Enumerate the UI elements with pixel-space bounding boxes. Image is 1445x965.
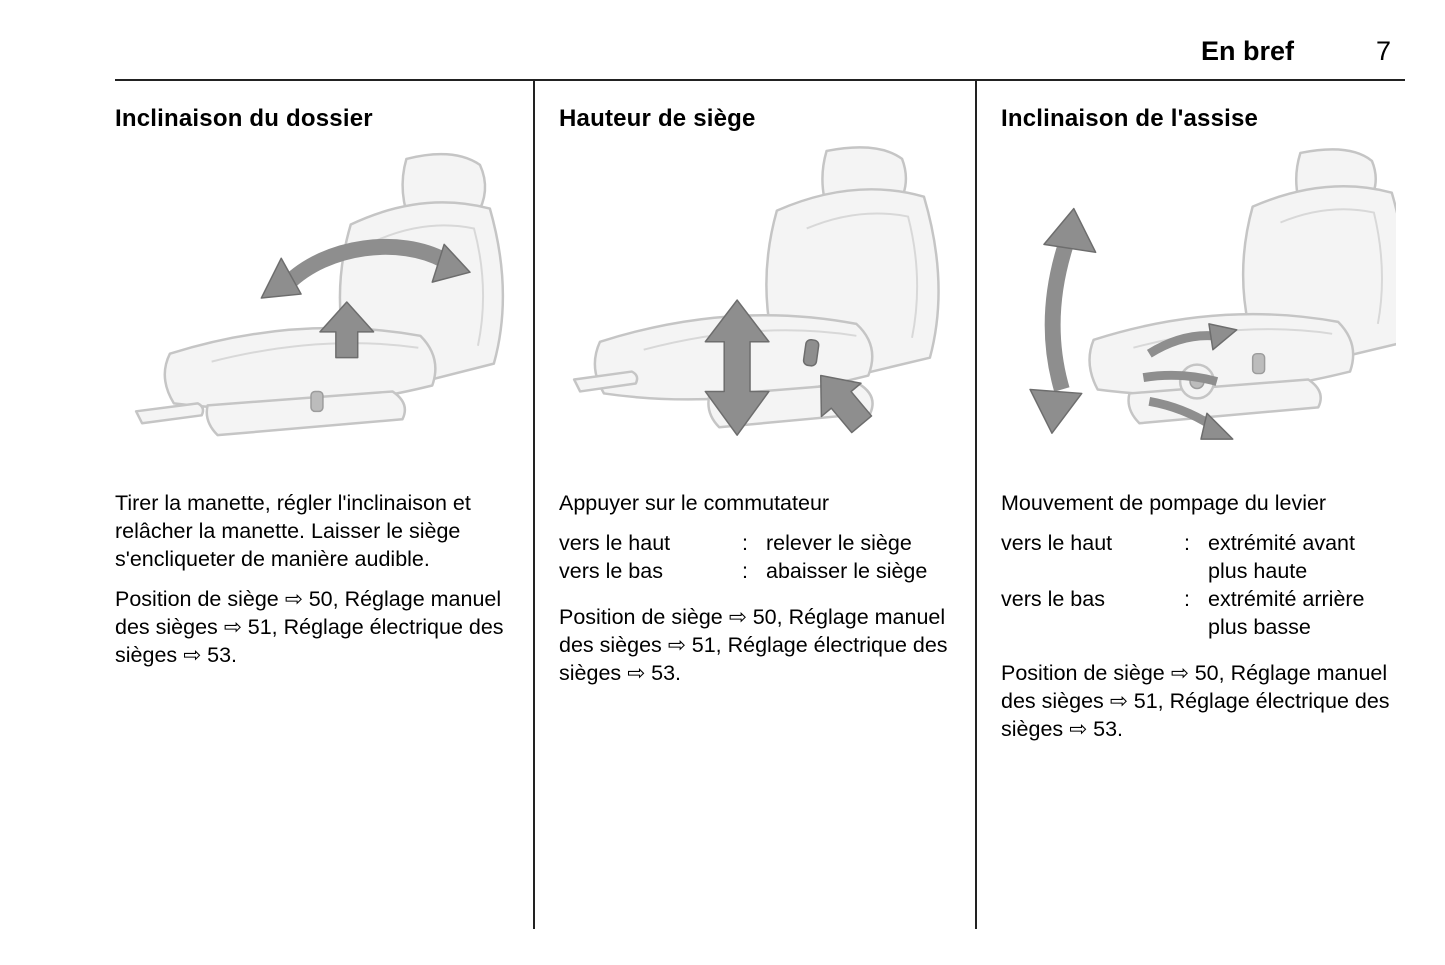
content-columns: Inclinaison du dossier (115, 81, 1405, 929)
definition-row: vers le haut : extrémité avant plus haut… (1001, 529, 1405, 585)
seat-side-view-drawing (1029, 148, 1396, 440)
definition-description: relever le siège (766, 531, 912, 555)
height-switch (802, 338, 820, 367)
seat-side-view-drawing (572, 146, 940, 436)
definition-row: vers le bas : extrémité arrière plus bas… (1001, 585, 1405, 641)
cross-references: Position de siège ⇨ 50, Réglage manuel d… (559, 605, 948, 685)
page-header: En bref 7 (115, 30, 1405, 81)
column-heading: Inclinaison du dossier (115, 105, 373, 132)
page-number: 7 (1375, 36, 1391, 66)
definition-separator: : (1184, 531, 1190, 555)
switch-pointer-arrow-icon (819, 374, 873, 434)
definition-description: extrémité avant plus haute (1208, 531, 1355, 583)
seat-cushion-tilt-illustration (1001, 145, 1396, 463)
recline-double-arrow-icon (260, 238, 471, 299)
seat-outline (134, 152, 505, 437)
definition-row: vers le haut : relever le siège (559, 529, 953, 557)
definition-term: vers le haut (1001, 531, 1113, 555)
header-title: En bref (1200, 36, 1294, 66)
manual-page: En bref 7 Inclinaison du dossier (115, 30, 1405, 929)
column-heading: Hauteur de siège (559, 105, 756, 132)
definition-term: vers le bas (1001, 587, 1105, 611)
direction-definitions: vers le haut : relever le siège vers le … (559, 529, 953, 585)
cross-references: Position de siège ⇨ 50, Réglage manuel d… (115, 587, 504, 667)
column-seat-height: Hauteur de siège (533, 81, 975, 929)
seat-backrest-recline-illustration (115, 145, 510, 463)
front-up-down-arrow-icon (1029, 207, 1097, 434)
definition-description: abaisser le siège (766, 559, 928, 583)
column-cushion-tilt: Inclinaison de l'assise (975, 81, 1405, 929)
seat-outline (572, 146, 940, 429)
definition-description: extrémité arrière plus basse (1208, 587, 1365, 639)
seat-height-adjust-illustration (559, 145, 954, 463)
definition-term: vers le haut (559, 531, 671, 555)
instruction-text: Mouvement de pompage du levier (1001, 491, 1327, 515)
direction-definitions: vers le haut : extrémité avant plus haut… (1001, 529, 1405, 641)
definition-separator: : (1184, 587, 1190, 611)
instruction-text: Tirer la manette, régler l'inclinaison e… (115, 491, 471, 571)
definition-row: vers le bas : abaisser le siège (559, 557, 953, 585)
instruction-text: Appuyer sur le commutateur (559, 491, 830, 515)
seat-side-view-drawing (134, 152, 505, 437)
recline-lever (134, 402, 205, 425)
definition-separator: : (742, 559, 748, 583)
height-up-down-arrow-icon (704, 299, 770, 436)
front-lever (572, 370, 639, 393)
cross-references: Position de siège ⇨ 50, Réglage manuel d… (1001, 661, 1390, 741)
column-heading: Inclinaison de l'assise (1001, 105, 1259, 132)
definition-term: vers le bas (559, 559, 663, 583)
seat-outline (1088, 148, 1396, 425)
column-backrest-recline: Inclinaison du dossier (115, 81, 533, 929)
pump-motion-arrows-icon (1142, 323, 1238, 440)
lever-up-arrow-icon (319, 301, 375, 359)
definition-separator: : (742, 531, 748, 555)
